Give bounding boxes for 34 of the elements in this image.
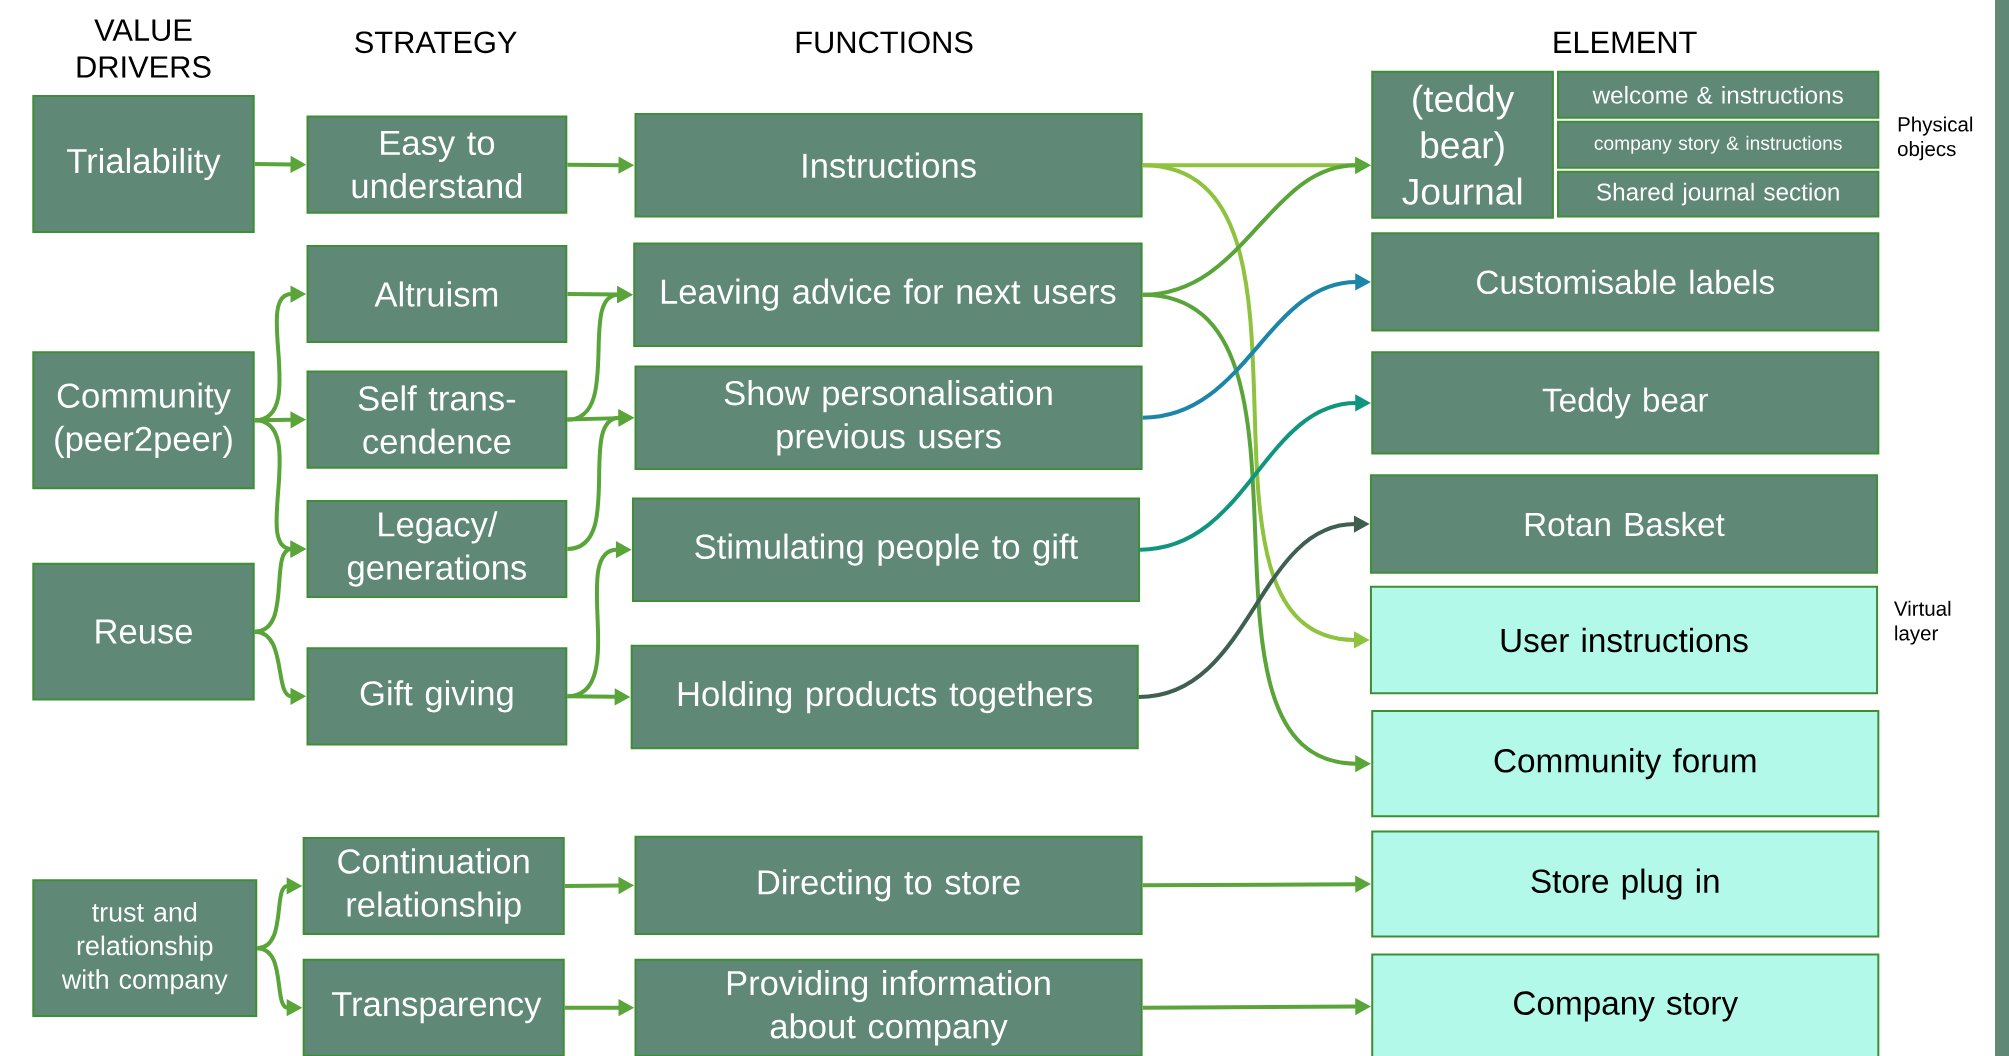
process-box: trust and relationship with company [32,879,258,1018]
layer-label: Virtual layer [1894,600,1951,645]
process-box: Directing to store [634,835,1143,936]
process-box: User instructions [1369,585,1879,695]
section-box: company story & instructions [1557,120,1880,169]
process-box: Show personalisation previous users [634,365,1143,470]
process-box: Teddy bear [1371,351,1880,455]
process-box: Community forum [1371,710,1880,818]
process-box: Customisable labels [1371,232,1880,332]
process-box: Company story [1371,953,1880,1056]
process-box: Self trans- cendence [306,370,568,469]
process-box: Easy to understand [306,115,568,214]
process-box: Leaving advice for next users [633,242,1143,347]
process-box: Altruism [306,245,568,344]
section-box: welcome & instructions [1557,70,1880,119]
process-box: Providing information about company [634,958,1143,1056]
process-box: Reuse [32,562,255,701]
process-box: Legacy/ generations [306,500,568,599]
process-box: Holding products togethers [630,644,1139,750]
process-box: Transparency [302,958,565,1056]
layer-label: Physical objecs [1897,116,1973,161]
process-box: Rotan Basket [1369,474,1879,574]
process-box: Gift giving [306,647,568,746]
section-box: Shared journal section [1557,170,1880,218]
process-box: Trialability [32,95,255,233]
process-box: Store plug in [1371,830,1880,938]
column-header: ELEMENT [1554,31,1697,53]
process-box: Continuation relationship [302,836,565,936]
process-box: Instructions [634,113,1143,218]
column-header: FUNCTIONS [796,31,973,54]
process-box: Community (peer2peer) [32,351,255,490]
process-box: Stimulating people to gift [631,497,1141,602]
process-box: (teddy bear) Journal [1371,70,1554,219]
column-header: STRATEGY [355,31,517,54]
